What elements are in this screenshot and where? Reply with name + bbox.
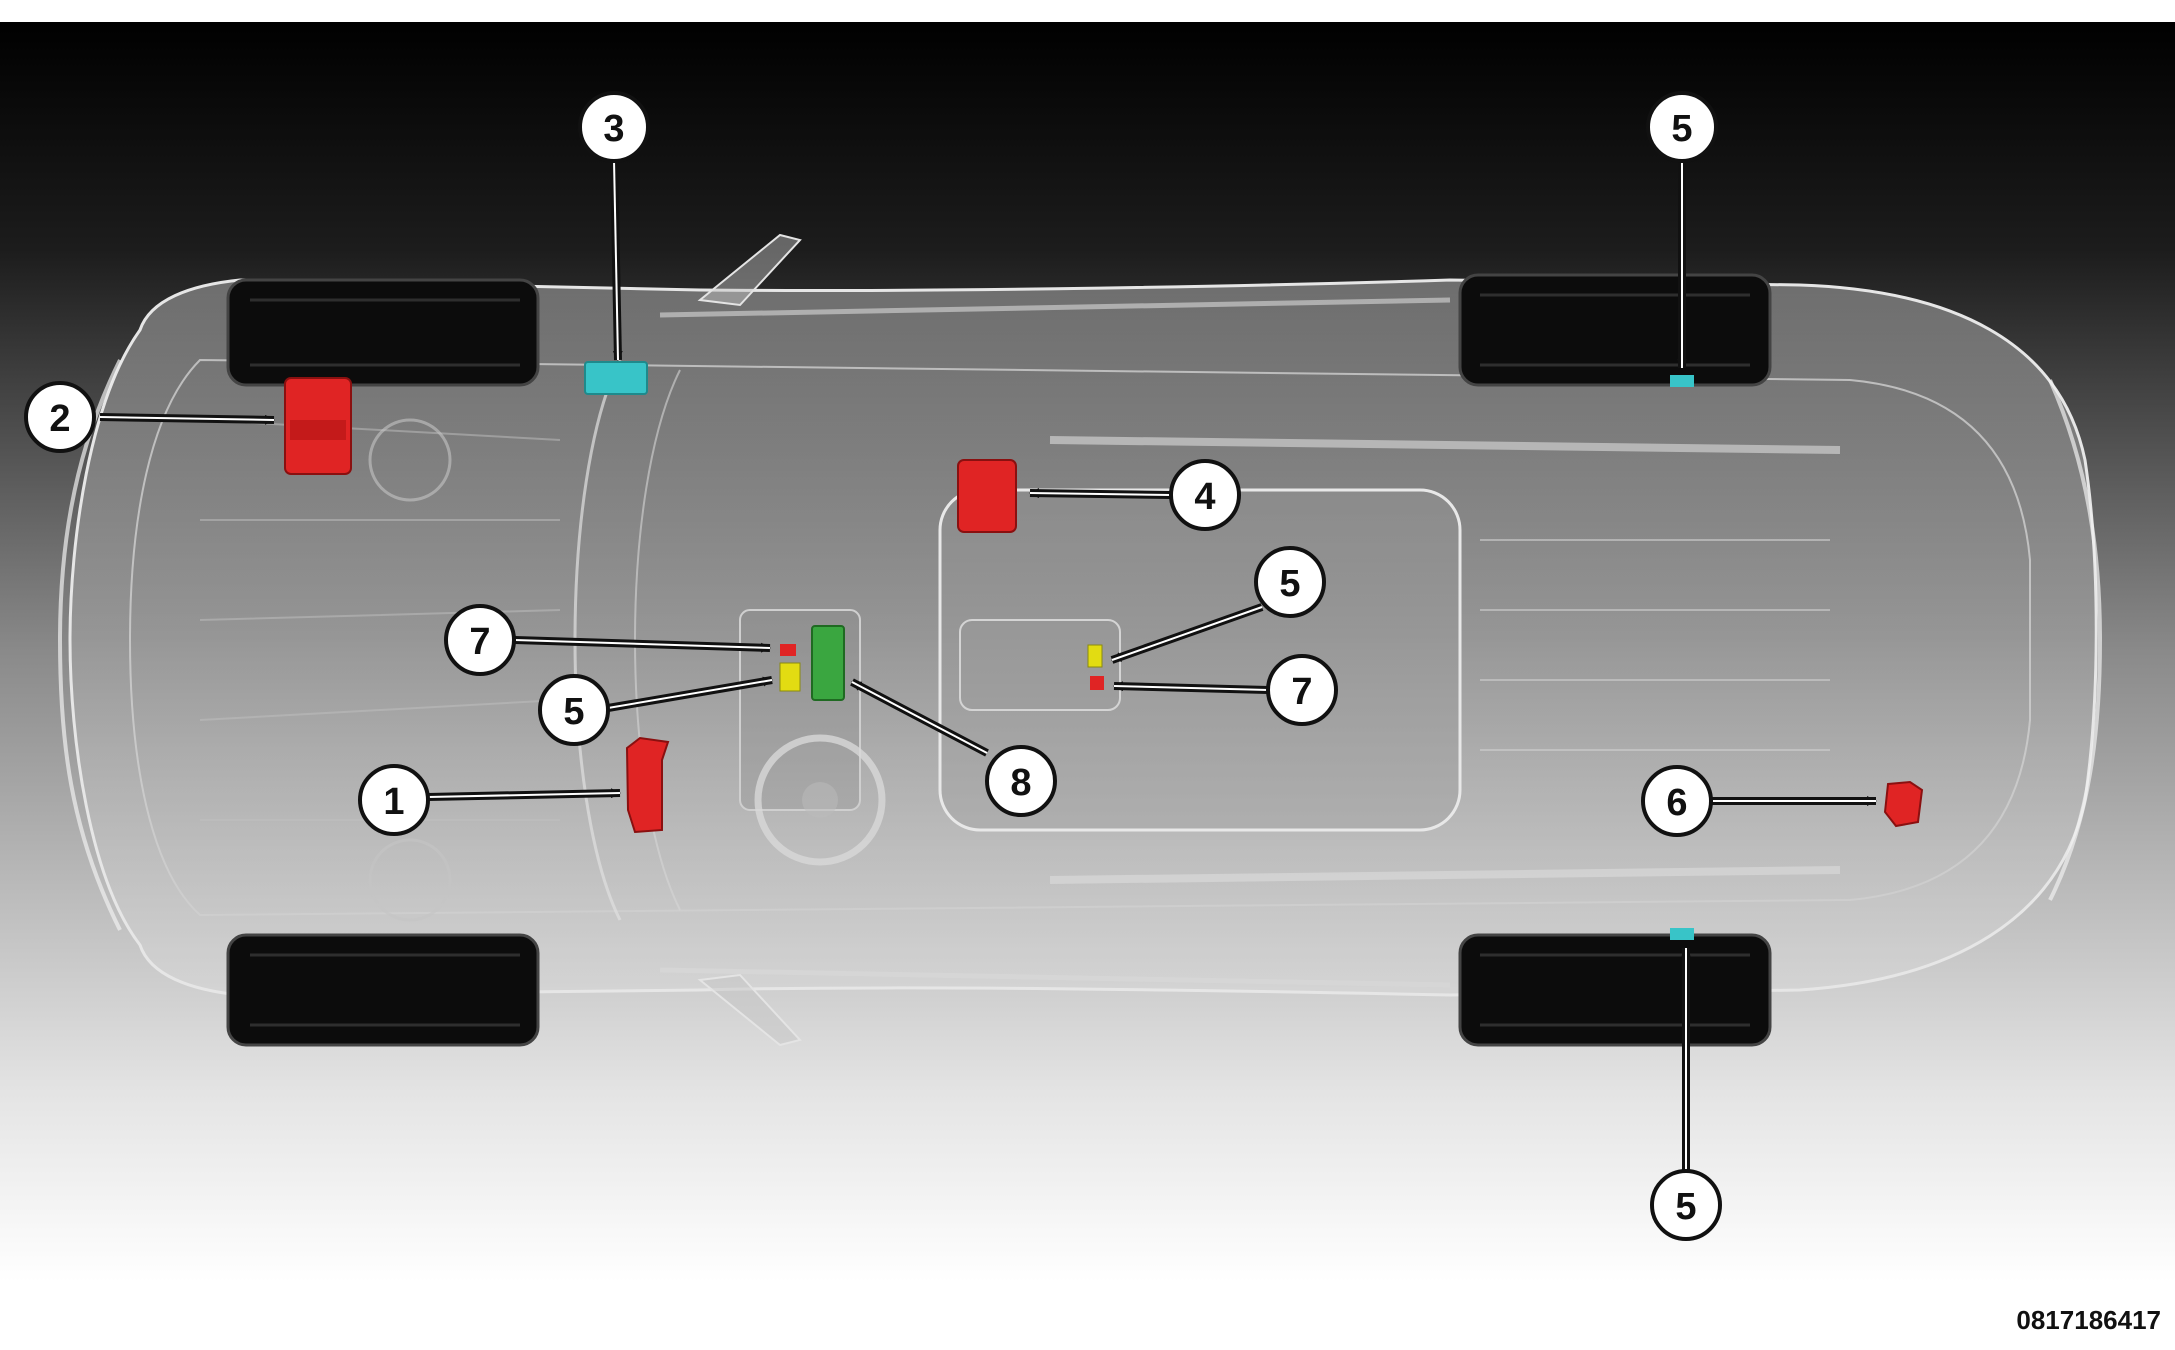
module-8 — [811, 625, 845, 701]
callout-5-console-rear: 5 — [1254, 546, 1326, 618]
callout-7b-label: 7 — [1291, 671, 1312, 713]
modules — [284, 361, 1924, 940]
module-5-rear-left — [1670, 375, 1694, 387]
callout-6-label: 6 — [1666, 782, 1687, 824]
rear-right-tire — [1458, 933, 1772, 1047]
callout-2: 2 — [24, 381, 96, 453]
module-4 — [957, 459, 1017, 533]
front-right-tire — [226, 933, 540, 1047]
callout-3-label: 3 — [603, 108, 624, 150]
figure-id: 0817186417 — [2016, 1305, 2161, 1335]
module-5-rear-right — [1670, 928, 1694, 940]
module-1 — [625, 736, 670, 834]
callout-8-label: 8 — [1010, 762, 1031, 804]
callout-5-console-front: 5 — [538, 674, 610, 746]
callout-5c-label: 5 — [563, 691, 584, 733]
callout-5-bottom-right: 5 — [1650, 1169, 1722, 1241]
vehicle-body — [57, 233, 2103, 1047]
module-7-rear — [1090, 676, 1104, 690]
callout-4-label: 4 — [1194, 476, 1215, 518]
front-left-tire — [226, 278, 540, 387]
callout-2-label: 2 — [49, 398, 70, 440]
module-5-front-console — [779, 662, 801, 692]
top-margin — [0, 0, 2175, 22]
module-2-detail — [290, 420, 346, 440]
callout-7-rear: 7 — [1266, 654, 1338, 726]
module-5-rear-console — [1087, 644, 1103, 668]
callout-6: 6 — [1641, 765, 1713, 837]
tires — [226, 273, 1772, 1047]
callout-7a-label: 7 — [469, 621, 490, 663]
callout-4: 4 — [1169, 459, 1241, 531]
callout-3: 3 — [578, 91, 650, 163]
module-6 — [1883, 780, 1924, 828]
callout-1-label: 1 — [383, 781, 404, 823]
leader-arrows — [99, 159, 1877, 1170]
rear-left-tire — [1458, 273, 1772, 387]
module-3 — [584, 361, 648, 395]
callout-5a-label: 5 — [1671, 108, 1692, 150]
callout-8: 8 — [985, 745, 1057, 817]
callouts: 2 3 4 5 5 7 7 5 — [24, 91, 1722, 1241]
callout-5-top-right: 5 — [1646, 91, 1718, 163]
callout-5d-label: 5 — [1675, 1186, 1696, 1228]
callout-5b-label: 5 — [1279, 563, 1300, 605]
callout-7-front: 7 — [444, 604, 516, 676]
module-7-front — [780, 644, 796, 656]
callout-1: 1 — [358, 764, 430, 836]
